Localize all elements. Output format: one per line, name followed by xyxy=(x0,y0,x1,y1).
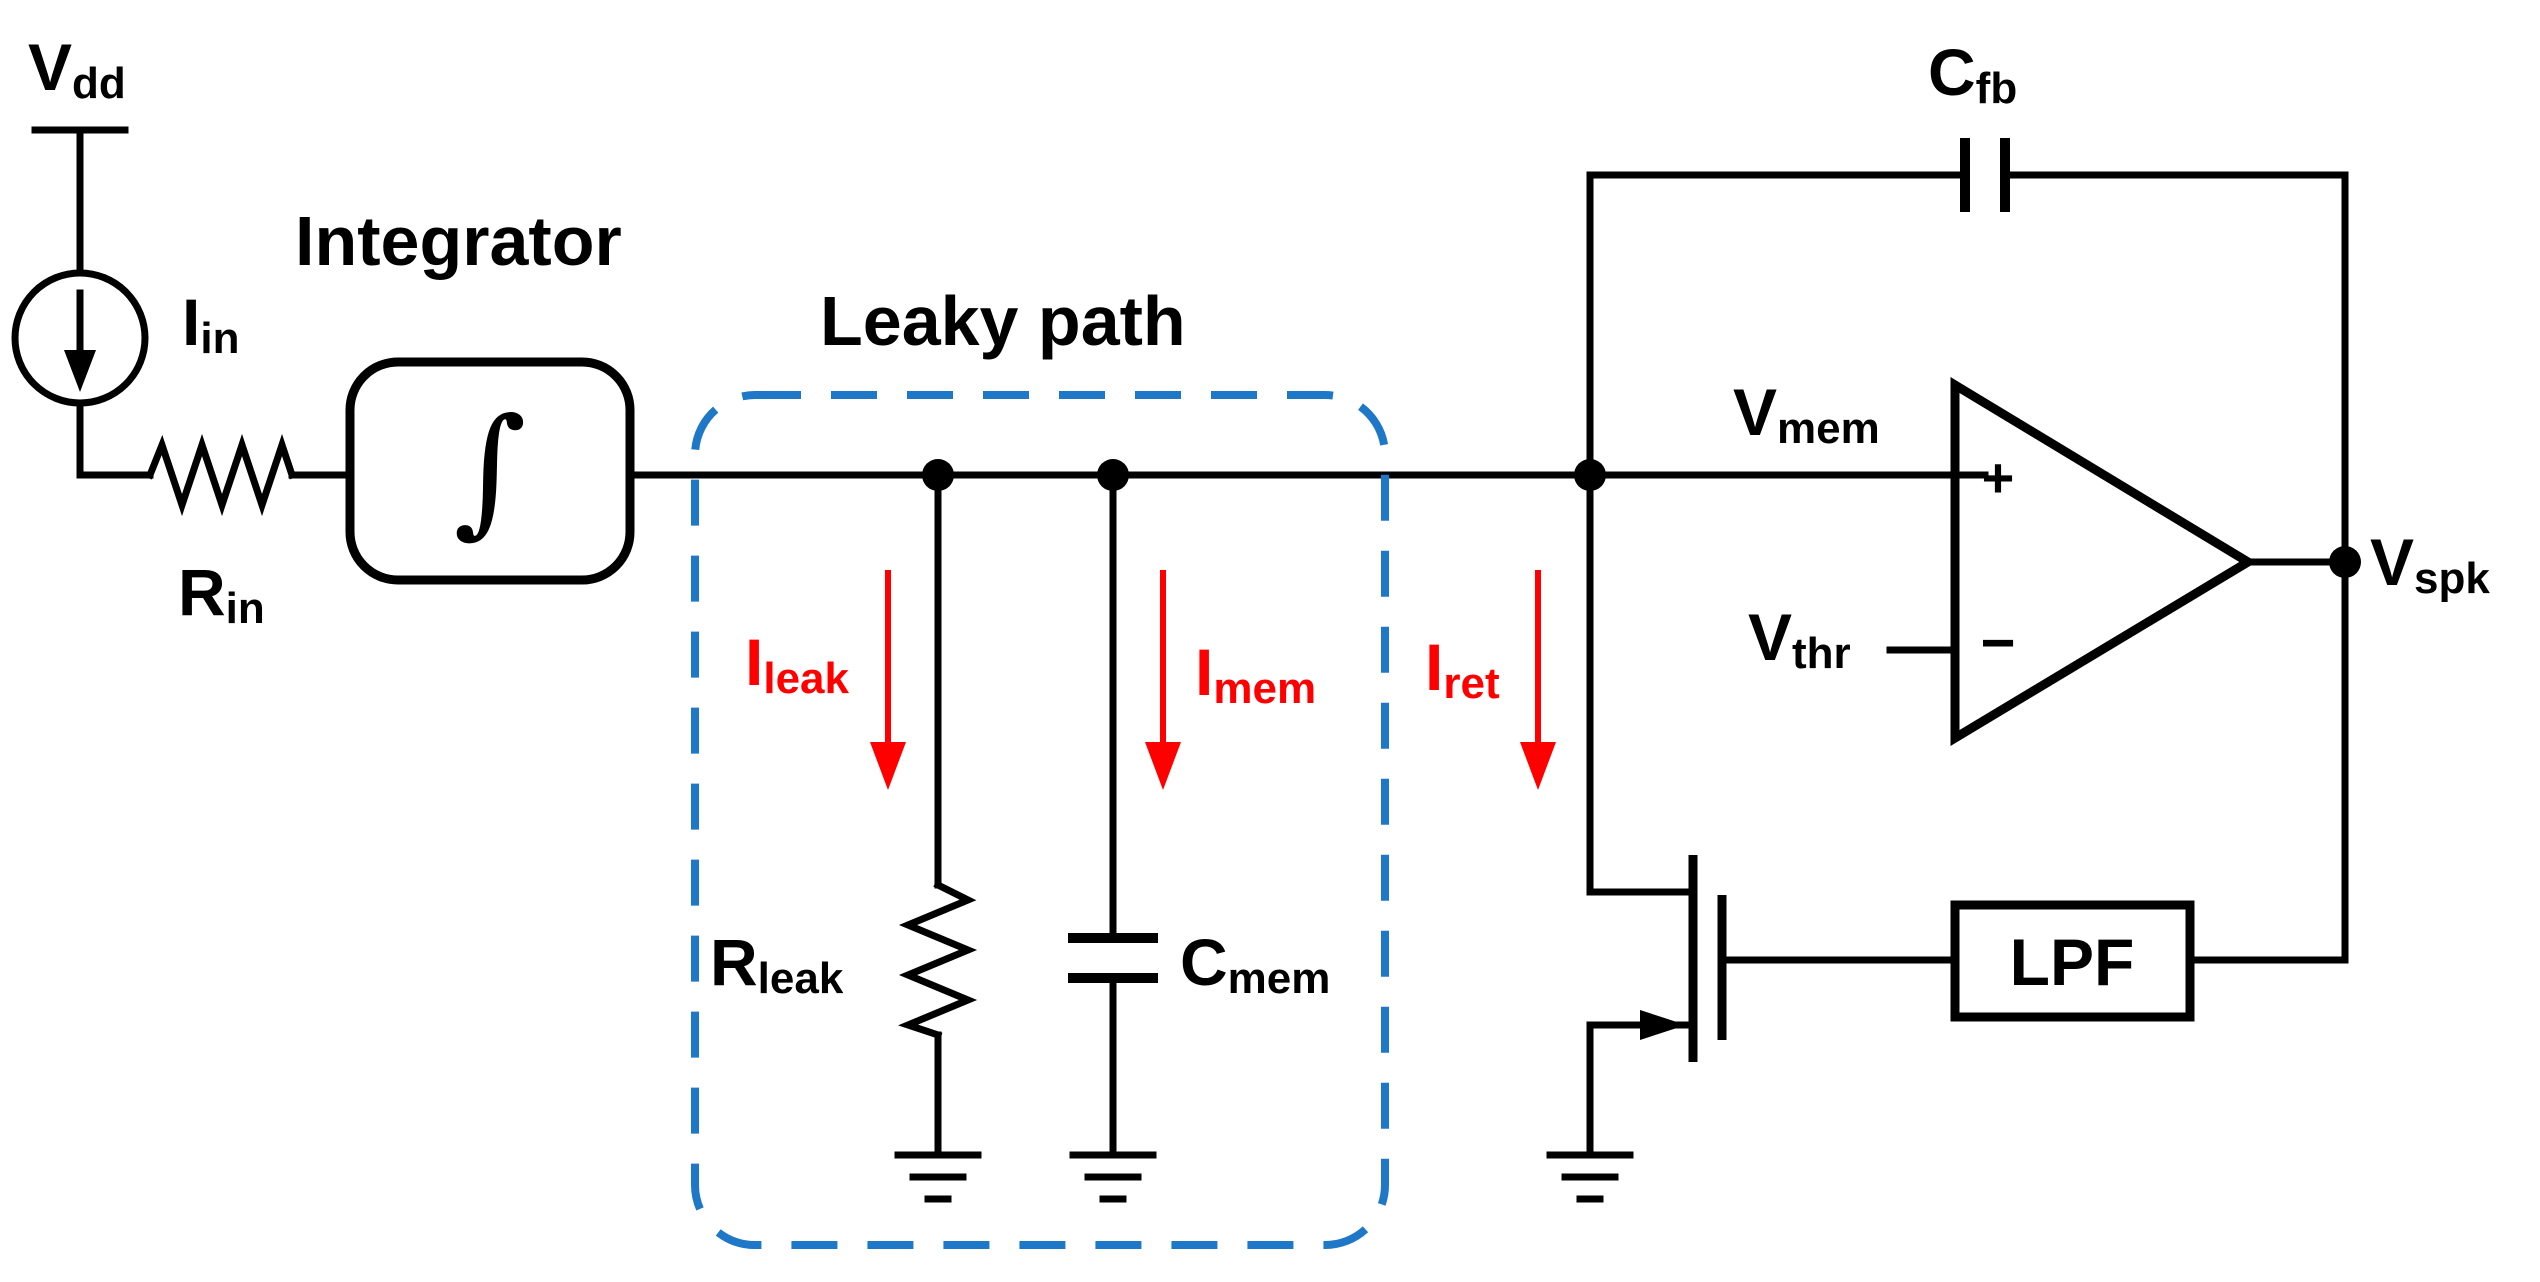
ground-icon-rleak xyxy=(894,1151,982,1203)
comparator-triangle xyxy=(1950,377,2257,746)
vdd-label: Vdd xyxy=(28,30,126,108)
cfb-wire-right xyxy=(2001,171,2349,566)
iin-wire xyxy=(76,399,154,479)
vmem-label: Vmem xyxy=(1733,375,1880,453)
rleak-label: Rleak xyxy=(710,925,844,1003)
cfb-wire-left xyxy=(1586,171,1969,479)
ground-icon-nmos xyxy=(1546,1151,1634,1203)
integrator-title: Integrator xyxy=(295,202,622,280)
integrator-block xyxy=(345,357,635,585)
rleak-resistor-icon xyxy=(898,880,978,1040)
lpf-label: LPF xyxy=(2010,925,2135,999)
imem-arrow-icon xyxy=(1145,570,1181,790)
opamp-minus-sign: − xyxy=(1980,609,2015,676)
rin-label: Rin xyxy=(178,555,265,633)
iret-label: Iret xyxy=(1425,630,1500,708)
nmos-transistor-icon xyxy=(1586,471,1727,1159)
leaky-path-title: Leaky path xyxy=(820,282,1186,360)
ground-icon-cmem xyxy=(1069,1151,1157,1203)
lpf-return-wire xyxy=(2186,558,2349,964)
cmem-label: Cmem xyxy=(1180,925,1330,1003)
rin-resistor-icon xyxy=(145,433,297,517)
iin-label: Iin xyxy=(182,285,239,363)
vthr-label: Vthr xyxy=(1748,600,1851,678)
cfb-label: Cfb xyxy=(1928,35,2017,113)
vspk-label: Vspk xyxy=(2370,525,2490,603)
current-source-arrow-head xyxy=(64,350,96,392)
ileak-label: Ileak xyxy=(745,625,850,703)
opamp-plus-sign: + xyxy=(1982,446,2015,509)
ileak-arrow-icon xyxy=(870,570,906,790)
imem-label: Imem xyxy=(1195,635,1316,713)
iret-arrow-icon xyxy=(1520,570,1556,790)
integral-symbol: ∫ xyxy=(454,389,527,552)
leaky-path-box xyxy=(691,391,1389,1249)
